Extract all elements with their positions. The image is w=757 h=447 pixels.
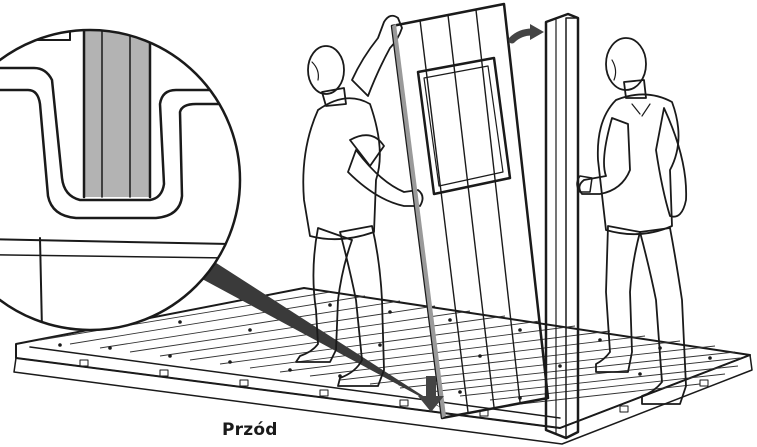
- front-side-label: Przód: [222, 420, 278, 440]
- wall-panel-with-window: [392, 4, 548, 418]
- person-right: [577, 38, 686, 404]
- curved-arrow-right-icon: [512, 24, 544, 40]
- corner-post: [546, 14, 578, 438]
